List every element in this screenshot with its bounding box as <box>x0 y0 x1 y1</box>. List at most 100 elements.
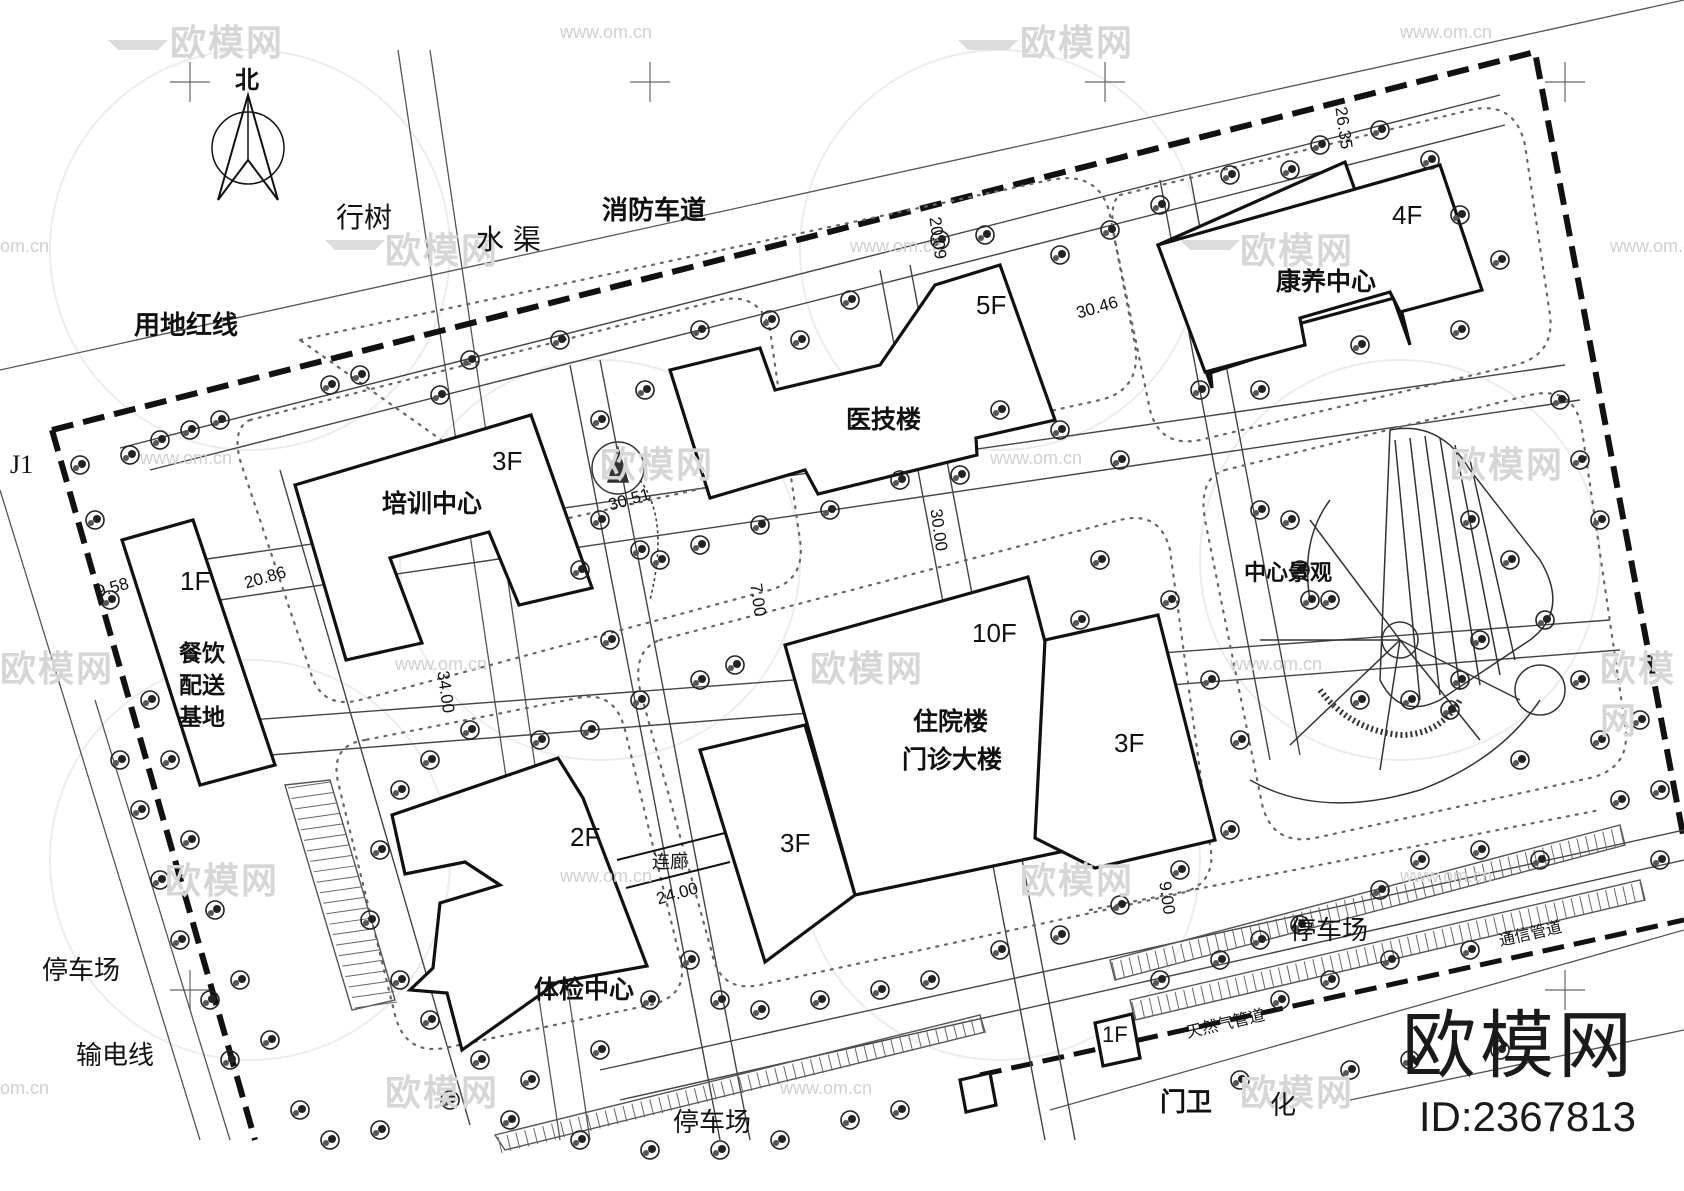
parking-stall <box>313 865 356 873</box>
parking-stall <box>1171 945 1177 965</box>
parking-stall <box>542 1125 548 1143</box>
parking-stall <box>1180 943 1186 962</box>
parking-stall <box>1430 877 1436 896</box>
tree-icon <box>180 420 200 440</box>
watermark-url: om.cn <box>0 236 50 256</box>
parking-stall <box>658 1096 664 1114</box>
parking-stall <box>1226 979 1232 998</box>
parking-stall <box>863 1045 869 1063</box>
parking-stall <box>1183 989 1189 1008</box>
parking-stall <box>970 1019 976 1036</box>
parking-stall <box>854 1047 860 1065</box>
parking-stall <box>1120 959 1126 978</box>
parking-stall <box>348 980 391 988</box>
parking-stall <box>1369 893 1375 912</box>
tree-icon <box>160 750 180 770</box>
tree-row-label: 行树 <box>336 201 393 234</box>
watermark-brand: 欧模网 <box>165 861 280 902</box>
parking-stall <box>827 1054 833 1071</box>
building-small-box <box>958 1071 998 1114</box>
tree-icon <box>870 980 890 1000</box>
parking-stall <box>1507 856 1513 875</box>
tree-icon <box>1050 245 1070 265</box>
inpatient-floors: 10F <box>972 618 1017 648</box>
parking-rows <box>284 779 1646 1151</box>
tree-icon <box>70 455 90 475</box>
tree-icon <box>1310 135 1330 155</box>
parking-stall <box>1467 922 1473 941</box>
parking-stall <box>1243 975 1249 994</box>
parking-stall <box>1576 838 1582 857</box>
parking-stall <box>640 1101 646 1118</box>
parking-stall <box>613 1107 619 1125</box>
tree-icon <box>680 950 700 970</box>
tree-icon <box>1350 690 1370 710</box>
watermark-url: www.om.cn <box>780 1078 873 1098</box>
building-rehab-shape <box>1155 163 1485 374</box>
roundabout <box>591 441 659 601</box>
tree-icon <box>640 1140 660 1160</box>
registration-marks <box>170 62 1585 1010</box>
parking-stall <box>595 1112 601 1129</box>
tree-icon <box>990 940 1010 960</box>
parking-stall <box>310 854 353 862</box>
parking-stall <box>1516 854 1522 873</box>
parking-stall <box>845 1050 851 1067</box>
parking-stall <box>622 1105 628 1123</box>
parking-stall <box>1214 934 1220 953</box>
tree-icon <box>1490 250 1510 270</box>
tree-icon <box>1650 850 1670 870</box>
parking-stall <box>1473 865 1479 885</box>
parking-stall <box>329 917 372 925</box>
tree-icon <box>1470 840 1490 860</box>
parking-stall <box>1217 981 1223 1000</box>
training-floors: 3F <box>492 446 523 476</box>
red-line-label: 用地红线 <box>134 311 239 341</box>
tree-icon <box>130 800 150 820</box>
parking-stall <box>1165 993 1171 1012</box>
watermark-url: www.om.cn <box>1400 866 1493 886</box>
tree-icon <box>710 1140 730 1160</box>
parking-stall <box>1260 971 1266 990</box>
parking-stall <box>291 791 334 799</box>
tree-icon <box>1535 610 1555 630</box>
parking-stall <box>551 1123 557 1140</box>
tree-icon <box>1220 820 1240 840</box>
parking-stall <box>1407 936 1413 956</box>
parking-stall <box>354 1001 398 1009</box>
parking-stall <box>294 802 337 810</box>
parking-stall <box>908 1034 914 1051</box>
parking-stall <box>1481 863 1487 882</box>
tree-icon <box>210 410 230 430</box>
parking-stall <box>1567 840 1573 859</box>
tree-icon <box>230 970 250 990</box>
tree-icon <box>650 550 670 570</box>
tree-icon <box>85 510 105 530</box>
tree-icon <box>1200 670 1220 690</box>
parking-stall <box>1234 977 1240 996</box>
parking-stall <box>881 1041 887 1058</box>
parking-mid-label: 停车场 <box>673 1108 752 1138</box>
parking-stall <box>307 844 350 852</box>
parking-stall <box>1501 914 1507 933</box>
parking-stall <box>979 1016 985 1034</box>
tree-icon <box>975 225 995 245</box>
tree-icon <box>1110 450 1130 470</box>
parking-stall <box>1148 997 1154 1017</box>
buildings <box>119 159 1485 1114</box>
parking-stall <box>952 1023 958 1040</box>
parking-stall <box>1587 894 1593 913</box>
parking-stall <box>1455 870 1461 889</box>
parking-stall <box>1395 886 1401 905</box>
parking-stall <box>925 1030 931 1047</box>
parking-stall <box>1275 918 1281 937</box>
parking-stall <box>1630 883 1636 903</box>
parking-stall <box>747 1074 753 1091</box>
parking-left-label: 停车场 <box>42 956 121 986</box>
watermark-brand: 欧模网 <box>1450 445 1565 486</box>
parking-stall <box>1622 885 1628 905</box>
parking-stall <box>533 1127 539 1145</box>
tree-icon <box>1510 750 1530 770</box>
parking-stall <box>1111 961 1117 981</box>
parking-stall <box>559 1121 565 1138</box>
